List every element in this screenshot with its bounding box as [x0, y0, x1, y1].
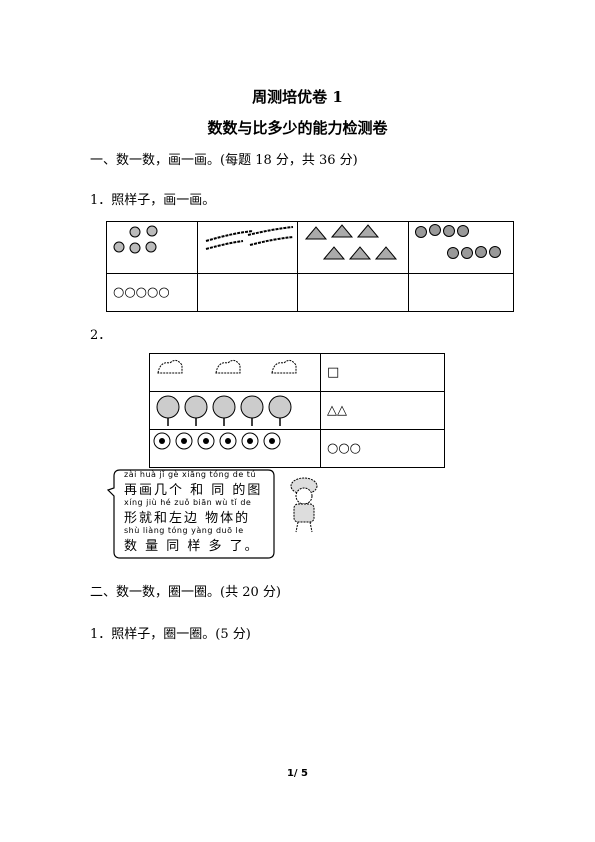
q2-answer-row1: □ [320, 353, 445, 392]
cloud-icon [157, 359, 297, 373]
q2-picture-cell [149, 391, 321, 430]
section2-heading: 二、数一数，圈一圈。(共 20 分) [90, 585, 281, 600]
question1-label: 1．照样子，画一画。 [90, 193, 216, 208]
q1-picture-cell [106, 221, 198, 274]
section1-heading: 一、数一数，画一画。(每题 18 分，共 36 分) [90, 153, 358, 168]
section2-question1-label: 1．照样子，圈一圈。(5 分) [90, 627, 251, 642]
football-icon [153, 432, 281, 449]
bubble-pinyin-line: xíng jiù hé zuǒ biān wù tǐ de [124, 498, 252, 507]
bubble-pinyin-line: shù liàng tóng yàng duō le [124, 526, 244, 535]
speech-bubble [106, 469, 275, 559]
child-icon [290, 477, 318, 533]
page-title: 周测培优卷 1 [252, 88, 343, 106]
branch-icon [205, 225, 294, 250]
page-subtitle: 数数与比多少的能力检测卷 [207, 119, 388, 137]
q2-picture-cell [149, 429, 321, 468]
question2-table: □ △△ [149, 353, 445, 468]
question2-label: 2． [90, 328, 112, 343]
bubble-text-line: 形就和左边 物体的 [124, 511, 251, 526]
ball-icon [113, 225, 158, 253]
q1-answer-cell[interactable] [408, 273, 514, 312]
bubble-pinyin-line: zài huà jǐ gè xiāng tóng de tú [124, 470, 257, 479]
q2-answer-row3: ○○○ [320, 429, 445, 468]
q1-answer-sample: ○○○○○ [106, 273, 198, 312]
q1-picture-cell [297, 221, 409, 274]
cake-slice-icon [304, 223, 398, 259]
question1-table: ○○○○○ [106, 221, 514, 312]
q2-answer-row2: △△ [320, 391, 445, 430]
q1-picture-cell [408, 221, 514, 274]
q1-answer-cell[interactable] [197, 273, 298, 312]
q1-answer-cell[interactable] [297, 273, 409, 312]
bubble-text-line: 数 量 同 样 多 了。 [124, 539, 260, 554]
bubble-text-line: 再画几个 和 同 的图 [124, 483, 263, 498]
q2-picture-cell [149, 353, 321, 392]
tree-icon [156, 395, 292, 426]
bubble-text: zài huà jǐ gè xiāng tóng de tú 再画几个 和 同 … [124, 470, 274, 554]
q1-picture-cell [197, 221, 298, 274]
round-fruit-icon [415, 223, 501, 259]
page-number: 1/ 5 [286, 768, 309, 779]
